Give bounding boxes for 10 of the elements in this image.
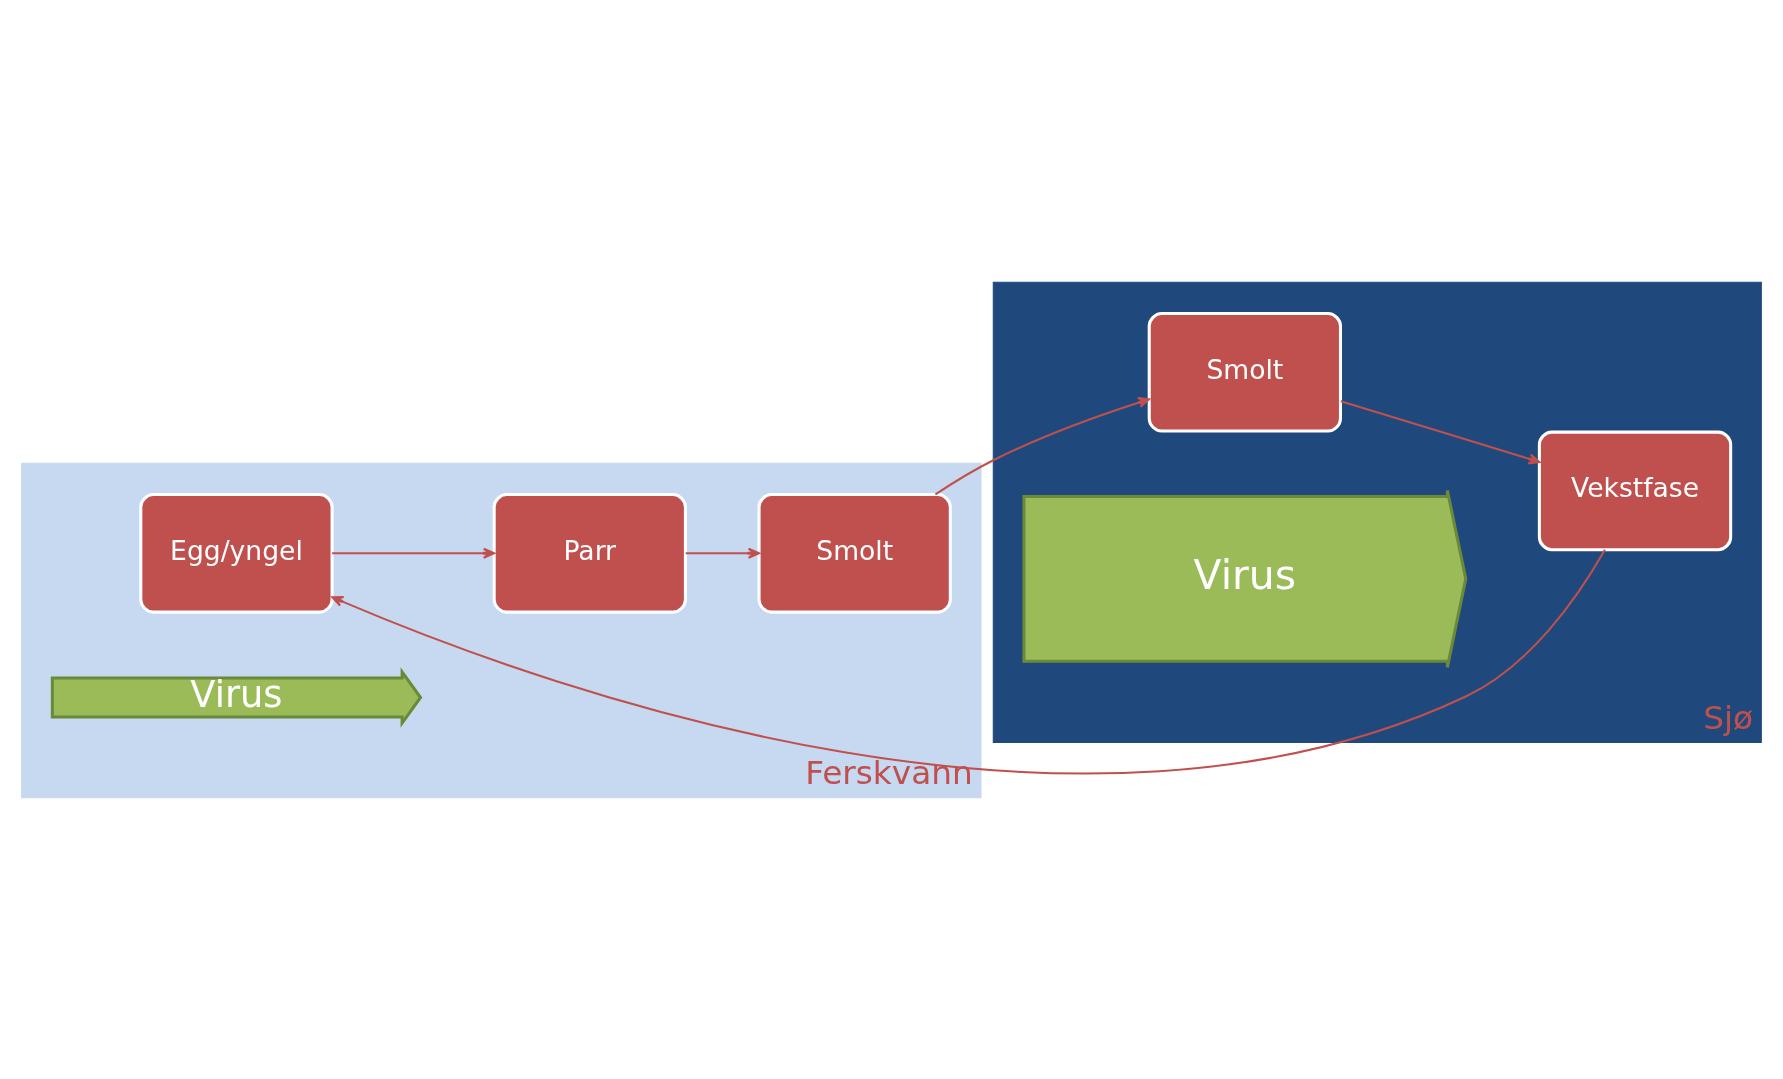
arrow [331, 548, 1606, 774]
node-box: Parr [492, 492, 687, 614]
node-box: Egg/yngel [139, 492, 334, 614]
arrow [934, 396, 1150, 495]
arrow [1340, 399, 1541, 464]
arrow [685, 547, 760, 559]
node-box: Vekstfase [1537, 430, 1733, 551]
node-box: Smolt [757, 492, 952, 614]
arrow [332, 547, 496, 559]
node-box: Smolt [1147, 311, 1342, 433]
